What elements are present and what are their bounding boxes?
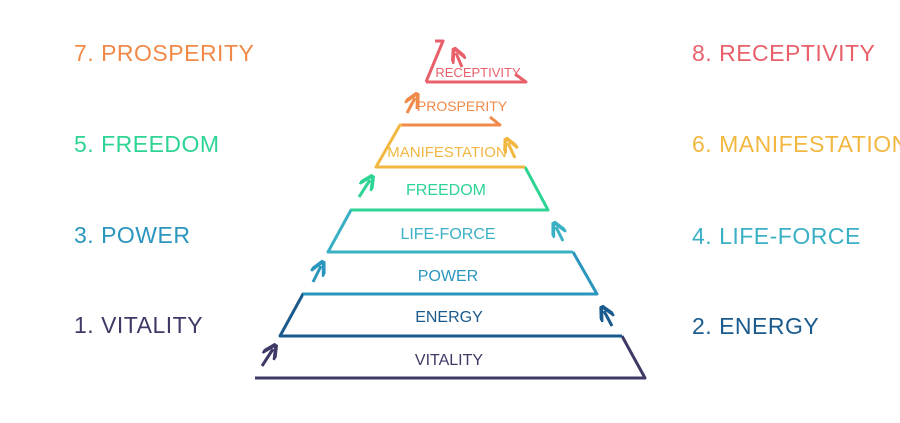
- label-name: PROSPERITY: [101, 40, 255, 66]
- tier-power-line: [303, 251, 599, 296]
- tier-vitality: VITALITY: [255, 335, 647, 380]
- arrow-receptivity-icon: [456, 53, 462, 68]
- label-num: 1.: [74, 312, 95, 338]
- arrow-manifestation-icon: [508, 143, 515, 159]
- tier-receptivity-base: [426, 72, 528, 84]
- tier-prosperity-label: PROSPERITY: [417, 98, 508, 114]
- tier-energy: ENERGY: [278, 292, 622, 338]
- label-name: POWER: [101, 222, 191, 248]
- tier-freedom-line: [351, 166, 550, 212]
- label-prosperity: 7. PROSPERITY: [74, 42, 254, 65]
- label-num: 2.: [692, 313, 713, 339]
- label-num: 7.: [74, 40, 95, 66]
- arrow-freedom-icon: [357, 180, 370, 198]
- tier-freedom-label: FREEDOM: [406, 182, 486, 199]
- arrow-life-force-icon: [556, 227, 563, 242]
- label-name: FREEDOM: [101, 131, 220, 157]
- label-name: MANIFESTATION: [719, 131, 900, 157]
- tier-prosperity: PROSPERITY: [402, 98, 508, 127]
- label-num: 3.: [74, 222, 95, 248]
- tier-manifestation: MANIFESTATION: [374, 123, 525, 169]
- label-num: 6.: [692, 131, 713, 157]
- label-num: 8.: [692, 40, 713, 66]
- label-name: RECEPTIVITY: [719, 40, 876, 66]
- tier-life-force-label: LIFE-FORCE: [400, 226, 495, 243]
- tier-freedom: FREEDOM: [351, 166, 550, 212]
- label-name: VITALITY: [101, 312, 204, 338]
- label-life-force: 4. LIFE-FORCE: [692, 225, 861, 248]
- arrow-prosperity-icon: [407, 98, 415, 114]
- tier-energy-label: ENERGY: [415, 309, 483, 326]
- tier-power-label: POWER: [418, 268, 478, 285]
- label-power: 3. POWER: [74, 224, 190, 247]
- tier-receptivity-line: [424, 39, 445, 83]
- label-energy: 2. ENERGY: [692, 315, 819, 338]
- label-vitality: 1. VITALITY: [74, 314, 203, 337]
- tier-power: POWER: [303, 251, 599, 296]
- label-name: LIFE-FORCE: [719, 223, 861, 249]
- label-receptivity: 8. RECEPTIVITY: [692, 42, 875, 65]
- label-name: ENERGY: [719, 313, 820, 339]
- label-num: 4.: [692, 223, 713, 249]
- tier-vitality-label: VITALITY: [415, 352, 483, 369]
- tier-life-force: LIFE-FORCE: [326, 208, 573, 254]
- label-num: 5.: [74, 131, 95, 157]
- label-manifestation: 6. MANIFESTATION: [692, 133, 900, 156]
- tier-receptivity: RECEPTIVITY: [424, 39, 528, 84]
- tier-prosperity-line: [402, 115, 502, 127]
- arrow-vitality-icon: [260, 349, 273, 367]
- tier-vitality-line: [255, 335, 647, 380]
- arrow-energy-icon: [604, 311, 612, 327]
- tier-manifestation-label: MANIFESTATION: [387, 144, 506, 161]
- arrow-power-icon: [313, 266, 321, 283]
- tier-receptivity-label: RECEPTIVITY: [435, 65, 521, 80]
- label-freedom: 5. FREEDOM: [74, 133, 220, 156]
